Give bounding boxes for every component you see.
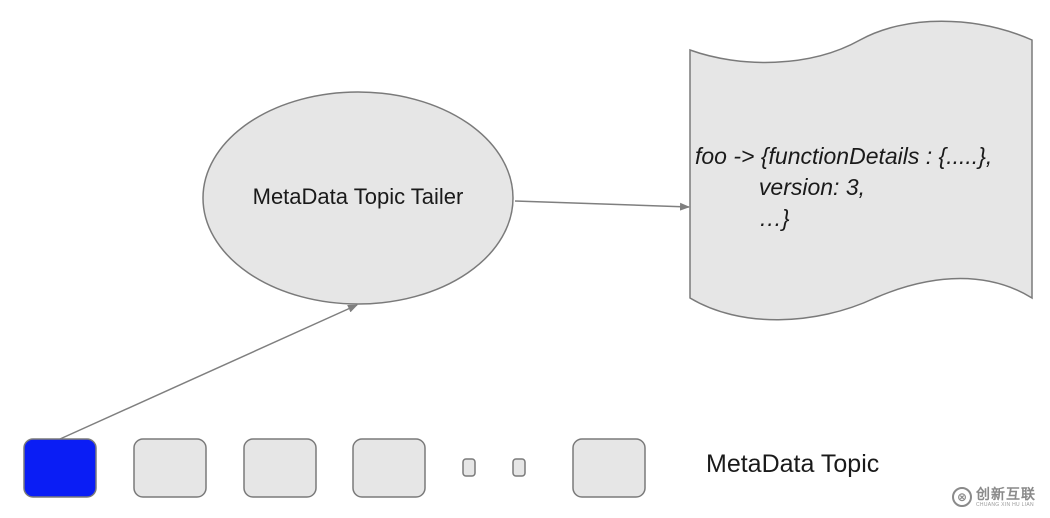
topic-message [243, 438, 317, 498]
watermark-cn: 创新互联 [976, 485, 1036, 502]
chuangxin-logo-icon: ⊗ [952, 487, 972, 507]
tailer-node [202, 91, 514, 305]
tailer-to-store-arrow [514, 200, 690, 211]
topic-message-row [23, 438, 646, 498]
tailer-label: MetaData Topic Tailer [252, 184, 464, 209]
store-content: foo -> {functionDetails : {.....}, versi… [695, 141, 992, 234]
topic-ellipsis-dot [512, 458, 526, 477]
watermark: ⊗ 创新互联 CHUANG XIN HU LIAN [952, 482, 1048, 512]
metadata-store-shape [689, 20, 1033, 321]
store-line: foo -> {functionDetails : {.....}, [695, 143, 993, 169]
topic-to-tailer-arrow [59, 304, 358, 440]
watermark-en: CHUANG XIN HU LIAN [976, 501, 1034, 508]
store-line: version: 3, [695, 174, 866, 200]
topic-ellipsis-dot [462, 458, 476, 477]
topic-message [572, 438, 646, 498]
topic-message-current [23, 438, 97, 498]
store-line: …} [695, 205, 790, 231]
topic-label: MetaData Topic [706, 450, 880, 478]
topic-message [133, 438, 207, 498]
topic-message [352, 438, 426, 498]
